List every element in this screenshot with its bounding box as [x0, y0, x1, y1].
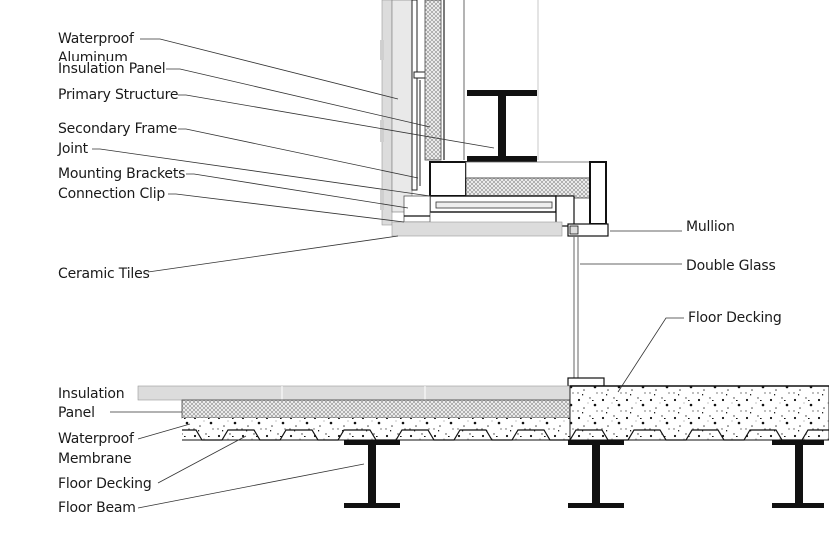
concrete-slab: [182, 418, 570, 440]
primary-structure-ibeam: [467, 90, 537, 162]
floor-beam-3: [772, 440, 824, 508]
mullion-head: [589, 161, 607, 225]
concrete-slab-right: [569, 385, 829, 441]
label-mullion: Mullion: [686, 219, 735, 235]
label-floor-decking-right: Floor Decking: [688, 310, 782, 326]
leader-waterproof-aluminum: [140, 38, 399, 100]
label-waterproof-aluminum-1: Waterproof: [58, 31, 134, 47]
leader-secondary-frame: [178, 128, 419, 179]
leader-floor-decking: [157, 435, 247, 484]
label-connection-clip: Connection Clip: [58, 186, 166, 202]
label-ceramic-tiles: Ceramic Tiles: [58, 266, 150, 282]
leader-waterproof-membrane: [137, 423, 191, 440]
label-waterproof-membrane-2: Membrane: [58, 451, 132, 467]
floor-insulation-panel: [137, 385, 571, 401]
leader-mounting-brackets: [186, 173, 409, 209]
waterproof-membrane: [181, 399, 571, 419]
upper-wall-assembly: [380, 0, 609, 237]
label-insulation-panel: Insulation Panel: [58, 61, 166, 77]
leader-ceramic-tiles: [147, 235, 399, 273]
insulation-panel-head: [465, 177, 591, 199]
leader-primary-structure: [178, 94, 495, 149]
floor-assembly: [137, 385, 829, 508]
leader-joint: [92, 148, 431, 197]
label-double-glass: Double Glass: [686, 258, 776, 274]
label-mounting-brackets: Mounting Brackets: [58, 166, 186, 182]
leader-insulation-panel: [166, 68, 431, 128]
label-insulation-panel-floor-2: Panel: [58, 405, 95, 421]
ceramic-tile-soffit: [391, 221, 563, 237]
floor-beam-2: [568, 440, 624, 508]
leader-floor-beam: [137, 463, 365, 509]
floor-beam-1: [344, 440, 400, 508]
label-waterproof-membrane-1: Waterproof: [58, 431, 134, 447]
label-insulation-panel-floor-1: Insulation: [58, 386, 125, 402]
label-primary-structure: Primary Structure: [58, 87, 179, 103]
label-floor-beam: Floor Beam: [58, 500, 136, 516]
waterproof-aluminum-layer: [391, 0, 413, 213]
insulation-panel-wall: [424, 0, 442, 161]
leader-floor-decking-right: [617, 317, 684, 393]
double-glass: [567, 236, 605, 387]
label-secondary-frame: Secondary Frame: [58, 121, 178, 137]
label-joint: Joint: [58, 141, 88, 157]
leader-connection-clip: [168, 193, 405, 223]
secondary-frame: [411, 0, 418, 191]
leader-lines: [92, 38, 684, 509]
label-floor-decking: Floor Decking: [58, 476, 152, 492]
